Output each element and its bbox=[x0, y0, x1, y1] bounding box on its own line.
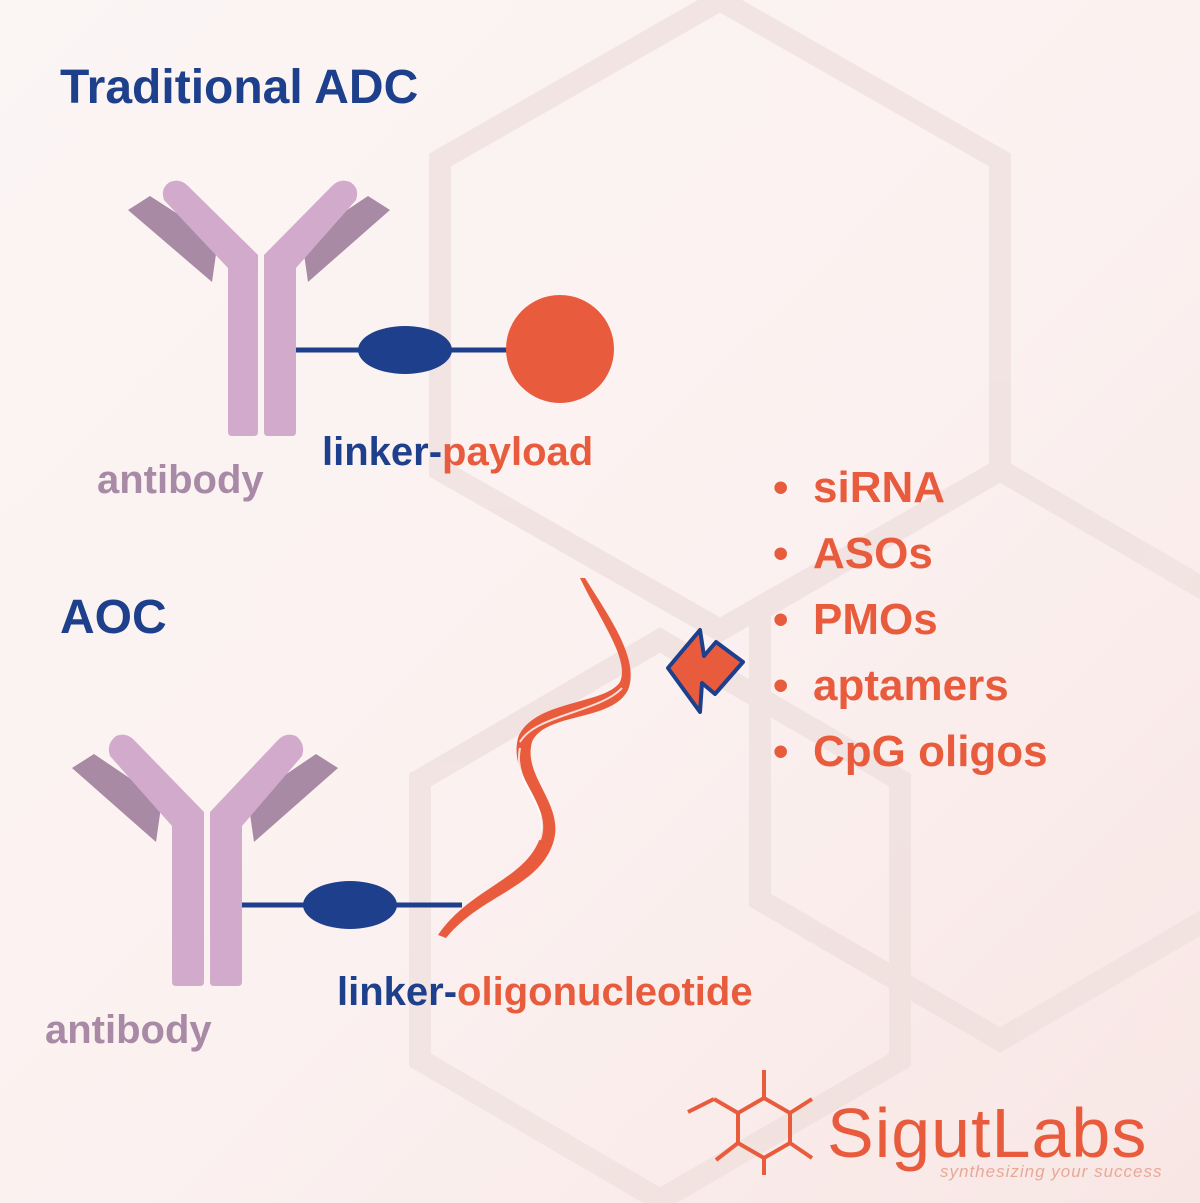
list-item: • aptamers bbox=[773, 653, 1048, 719]
adc-linker-text: linker- bbox=[322, 430, 443, 474]
payload-circle bbox=[506, 295, 614, 403]
adc-antibody-icon bbox=[128, 180, 390, 436]
arrow-icon bbox=[666, 628, 745, 714]
bullet-icon: • bbox=[773, 727, 789, 776]
list-item: • ASOs bbox=[773, 521, 1048, 587]
list-item: • PMOs bbox=[773, 587, 1048, 653]
list-item-label: siRNA bbox=[813, 463, 946, 512]
bullet-icon: • bbox=[773, 463, 789, 512]
oligonucleotide-ribbon bbox=[438, 578, 631, 938]
bullet-icon: • bbox=[773, 595, 789, 644]
adc-title: Traditional ADC bbox=[60, 61, 419, 114]
brand-name: SigutLabs bbox=[827, 1094, 1148, 1172]
aoc-antibody-icon bbox=[72, 734, 338, 986]
adc-payload-text: payload bbox=[442, 430, 594, 474]
aoc-linker-text: linker- bbox=[337, 970, 458, 1014]
adc-antibody-label: antibody bbox=[97, 458, 264, 502]
payload-types-list: • siRNA • ASOs • PMOs • aptamers • CpG oligos bbox=[773, 455, 1048, 785]
aoc-linker-ellipse bbox=[303, 881, 397, 929]
adc-linker-payload-label: linker-payload bbox=[322, 430, 593, 475]
bullet-icon: • bbox=[773, 529, 789, 578]
sigutlabs-logo-icon bbox=[687, 1070, 814, 1175]
bullet-icon: • bbox=[773, 661, 789, 710]
aoc-oligo-text: oligonucleotide bbox=[457, 970, 753, 1014]
aoc-linker-oligo-label: linker-oligonucleotide bbox=[337, 970, 753, 1015]
list-item-label: aptamers bbox=[813, 661, 1009, 710]
list-item: • CpG oligos bbox=[773, 719, 1048, 785]
brand-tagline: synthesizing your success bbox=[940, 1162, 1163, 1181]
aoc-antibody-label: antibody bbox=[45, 1008, 212, 1052]
list-item-label: ASOs bbox=[813, 529, 933, 578]
list-item-label: PMOs bbox=[813, 595, 938, 644]
list-item-label: CpG oligos bbox=[813, 727, 1048, 776]
adc-linker-ellipse bbox=[358, 326, 452, 374]
list-item: • siRNA bbox=[773, 455, 1048, 521]
aoc-title: AOC bbox=[60, 591, 167, 644]
